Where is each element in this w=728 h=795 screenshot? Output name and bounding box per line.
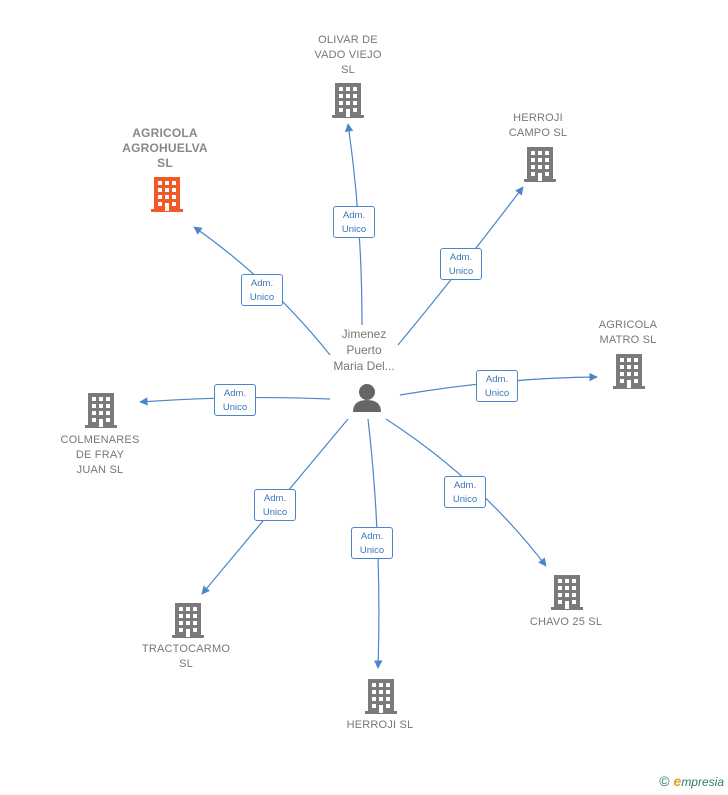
- person-name[interactable]: Jimenez Puerto Maria Del...: [333, 327, 395, 373]
- edge-label-matro: Adm. Unico: [476, 370, 518, 402]
- company-label-agrohuelva[interactable]: AGRICOLA AGROHUELVA SL: [122, 126, 208, 170]
- building-icon[interactable]: [85, 393, 117, 428]
- person-icon[interactable]: [353, 384, 381, 412]
- building-icon[interactable]: [524, 147, 556, 182]
- brand-logo[interactable]: empresia: [673, 773, 724, 789]
- edge-label-tractocarmo: Adm. Unico: [254, 489, 296, 521]
- brand-footer: © empresia: [659, 773, 724, 789]
- edge-label-colmenares: Adm. Unico: [214, 384, 256, 416]
- building-icon[interactable]: [551, 575, 583, 610]
- company-label-matro[interactable]: AGRICOLA MATRO SL: [598, 319, 658, 346]
- company-label-herroji-campo[interactable]: HERROJI CAMPO SL: [508, 112, 568, 139]
- edge-label-olivar: Adm. Unico: [333, 206, 375, 238]
- edge-label-herroji: Adm. Unico: [351, 527, 393, 559]
- building-icon[interactable]: [172, 603, 204, 638]
- edge-label-chavo: Adm. Unico: [444, 476, 486, 508]
- edge-label-herroji-campo: Adm. Unico: [440, 248, 482, 280]
- company-label-olivar[interactable]: OLIVAR DE VADO VIEJO SL: [314, 34, 382, 76]
- copyright-icon: ©: [659, 773, 670, 789]
- edge-label-agrohuelva: Adm. Unico: [241, 274, 283, 306]
- company-label-herroji[interactable]: HERROJI SL: [346, 719, 414, 731]
- building-icon[interactable]: [151, 177, 183, 212]
- building-icon[interactable]: [365, 679, 397, 714]
- company-label-chavo[interactable]: CHAVO 25 SL: [529, 616, 603, 628]
- company-label-tractocarmo[interactable]: TRACTOCARMO SL: [141, 643, 231, 670]
- building-icon[interactable]: [332, 83, 364, 118]
- company-label-colmenares[interactable]: COLMENARES DE FRAY JUAN SL: [60, 434, 140, 476]
- building-icon[interactable]: [613, 354, 645, 389]
